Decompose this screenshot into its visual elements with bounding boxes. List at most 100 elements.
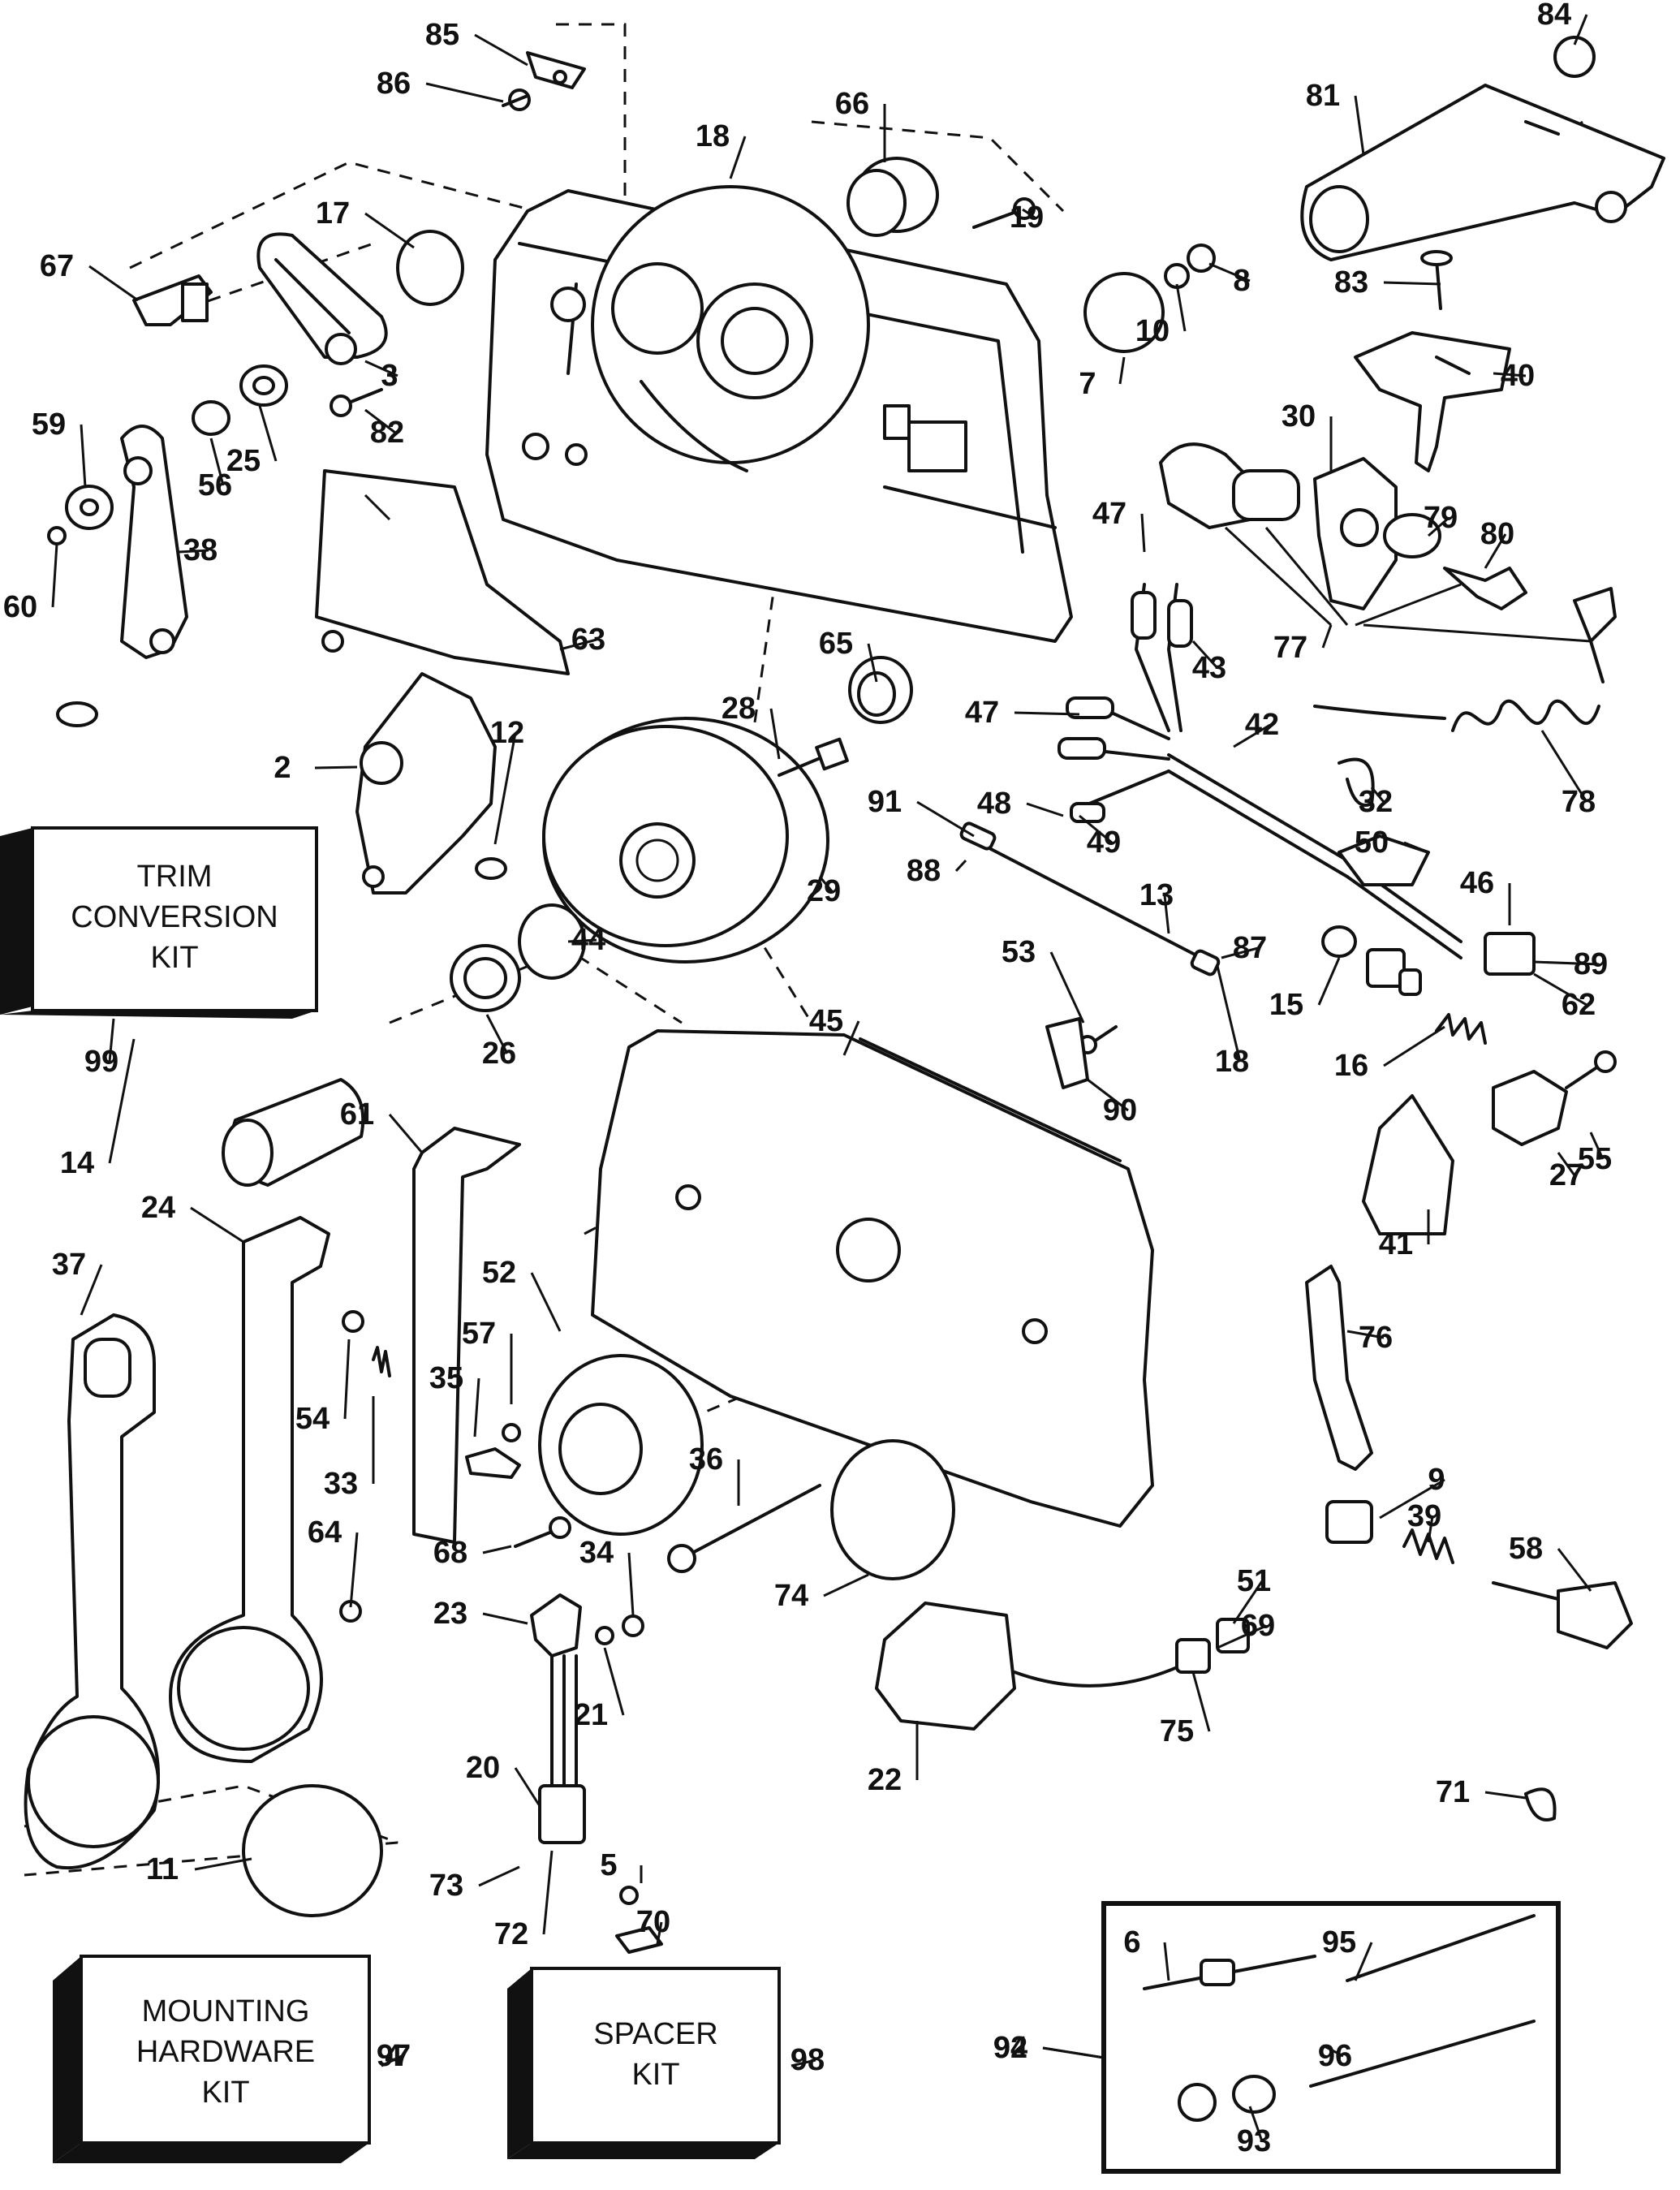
callout-leader (1140, 513, 1146, 553)
part-86-screw (502, 88, 531, 111)
part-22-cable (1013, 1618, 1250, 1688)
callout-27: 27 (1549, 1158, 1583, 1192)
callout-78: 78 (1562, 785, 1596, 819)
part-80-key (1443, 567, 1527, 610)
kit-trim-line1: TRIM (137, 860, 213, 894)
callout-leader (1042, 2046, 1105, 2059)
part-59-washer (65, 485, 114, 530)
callout-58: 58 (1509, 1532, 1543, 1566)
part-29-drive-wheel (542, 717, 829, 964)
callout-leader (1217, 1624, 1267, 1649)
callout-92: 92 (993, 2031, 1027, 2065)
part-83-screw (1420, 250, 1453, 310)
callout-leader (388, 1114, 424, 1153)
callout-leader (1573, 14, 1588, 45)
callout-12: 12 (490, 716, 524, 750)
part-54-clip (465, 1447, 521, 1479)
callout-leader (478, 1865, 520, 1887)
callout-90: 90 (1103, 1093, 1137, 1127)
part-10-washer (1164, 263, 1190, 289)
callout-49: 49 (1087, 826, 1121, 860)
part-63-plate (315, 469, 570, 675)
part-15-bushing (450, 944, 521, 1012)
callout-leader (729, 136, 747, 179)
callout-16: 16 (1334, 1049, 1368, 1083)
callout-leader (485, 1014, 509, 1054)
callout-81: 81 (1306, 79, 1340, 113)
callout-2: 2 (274, 751, 291, 785)
part-20-trim-switch (875, 1602, 1016, 1731)
callout-24: 24 (141, 1191, 175, 1225)
callout-35: 35 (429, 1361, 463, 1395)
bolt-kit-box (1101, 1901, 1561, 2174)
callout-leader (1484, 533, 1507, 569)
part-39-knob (1492, 1581, 1633, 1649)
callout-leader (1354, 95, 1365, 155)
callout-leader (1208, 262, 1251, 282)
callout-13: 13 (1139, 878, 1174, 912)
callout-leader (314, 765, 358, 770)
callout-11: 11 (146, 1852, 179, 1886)
callout-leader (1484, 1791, 1527, 1800)
part-58-block (1325, 1500, 1373, 1544)
callout-leader (818, 876, 834, 892)
callout-leader (656, 1921, 663, 1945)
callout-leader (1557, 1152, 1576, 1176)
part-84-nut (1553, 36, 1596, 78)
callout-53: 53 (1002, 935, 1036, 969)
callout-8: 8 (1233, 264, 1250, 298)
part-66-bushing (846, 157, 939, 237)
callout-leader (1191, 1671, 1211, 1732)
callout-42: 42 (1245, 708, 1279, 742)
callout-72: 72 (494, 1917, 528, 1951)
callout-leader (364, 360, 398, 377)
callout-48: 48 (977, 787, 1011, 821)
callout-51: 51 (1237, 1564, 1271, 1598)
callout-40: 40 (1501, 359, 1535, 393)
part-11-screw (619, 1886, 639, 1905)
callout-52: 52 (482, 1256, 516, 1290)
callout-91: 91 (868, 785, 902, 819)
callout-87: 87 (1233, 931, 1267, 965)
part-12-button (56, 701, 507, 880)
callout-89: 89 (1574, 947, 1608, 981)
callout-leader (1049, 951, 1085, 1024)
callout-15: 15 (1269, 988, 1303, 1022)
part-7-disc (1083, 272, 1165, 353)
callout-leader (514, 1767, 541, 1807)
part-16-bracket (1045, 1017, 1089, 1089)
callout-37: 37 (52, 1248, 86, 1282)
callout-77: 77 (1273, 631, 1307, 665)
callout-64: 64 (308, 1515, 342, 1550)
callout-85: 85 (425, 18, 459, 52)
callout-leader (1175, 283, 1187, 332)
part-24-plate (1362, 1094, 1454, 1235)
callout-leader (425, 82, 504, 103)
callout-32: 32 (1359, 785, 1393, 819)
part-74-screw (622, 1614, 644, 1637)
callout-leader (1589, 1132, 1605, 1160)
callout-leader (1322, 2044, 1344, 2058)
callout-84: 84 (1537, 0, 1571, 32)
callout-66: 66 (835, 87, 869, 121)
callout-29: 29 (807, 874, 841, 908)
callout-18: 18 (696, 119, 730, 153)
callout-65: 65 (819, 627, 853, 661)
callout-75: 75 (1160, 1714, 1194, 1748)
part-69-switch (530, 1593, 582, 1658)
part-77-leaders (1224, 526, 1592, 643)
callout-6: 6 (1123, 1925, 1140, 1959)
callout-leader (1493, 372, 1527, 377)
callout-60: 60 (3, 590, 37, 624)
part-2-side-plate (355, 672, 497, 895)
callout-43: 43 (1192, 651, 1226, 685)
callout-79: 79 (1424, 501, 1458, 535)
callout-44: 44 (571, 923, 605, 957)
callout-leader (769, 708, 781, 760)
part-14-screw (1565, 1050, 1617, 1089)
callout-5: 5 (600, 1848, 617, 1882)
callout-61: 61 (340, 1097, 374, 1132)
callout-25: 25 (226, 444, 261, 478)
